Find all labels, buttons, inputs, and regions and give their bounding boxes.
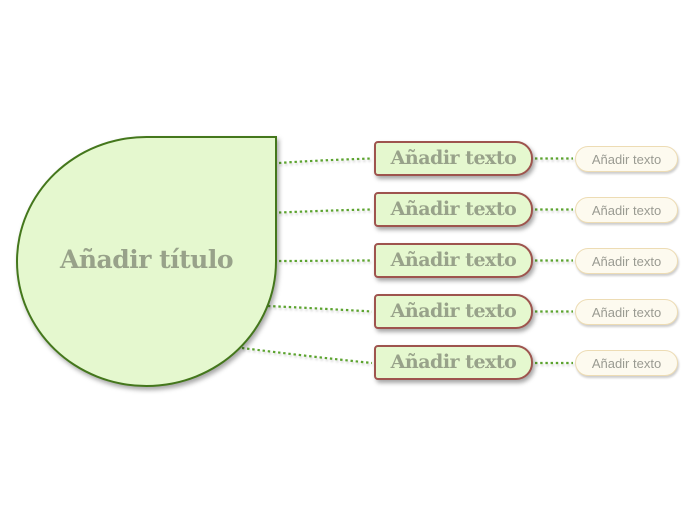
subtopic-label: Añadir texto [591, 253, 662, 269]
subtopic-label: Añadir texto [591, 202, 662, 218]
subtopic-node-5[interactable]: Añadir texto [575, 350, 678, 376]
branch-label: Añadir texto [390, 248, 517, 271]
branch-node-5[interactable]: Añadir texto [374, 345, 533, 380]
branch-node-2[interactable]: Añadir texto [374, 192, 533, 227]
branch-node-4[interactable]: Añadir texto [374, 294, 533, 329]
branch-label: Añadir texto [390, 197, 517, 220]
subtopic-label: Añadir texto [591, 355, 662, 371]
root-topic-node[interactable]: Añadir título [16, 136, 277, 387]
subtopic-node-3[interactable]: Añadir texto [575, 248, 678, 274]
connector-root-branch-1 [278, 157, 373, 165]
subtopic-label: Añadir texto [591, 304, 662, 320]
connector-root-branch-5 [241, 346, 373, 365]
branch-label: Añadir texto [390, 350, 517, 373]
branch-label: Añadir texto [390, 299, 517, 322]
subtopic-node-1[interactable]: Añadir texto [575, 146, 678, 172]
subtopic-node-4[interactable]: Añadir texto [575, 299, 678, 325]
subtopic-node-2[interactable]: Añadir texto [575, 197, 678, 223]
connector-root-branch-3 [278, 259, 373, 263]
connector-root-branch-2 [278, 208, 373, 214]
branch-label: Añadir texto [390, 146, 517, 169]
connector-root-branch-4 [267, 304, 373, 313]
branch-node-3[interactable]: Añadir texto [374, 243, 533, 278]
root-topic-label: Añadir título [59, 245, 234, 274]
subtopic-label: Añadir texto [591, 151, 662, 167]
branch-node-1[interactable]: Añadir texto [374, 141, 533, 176]
